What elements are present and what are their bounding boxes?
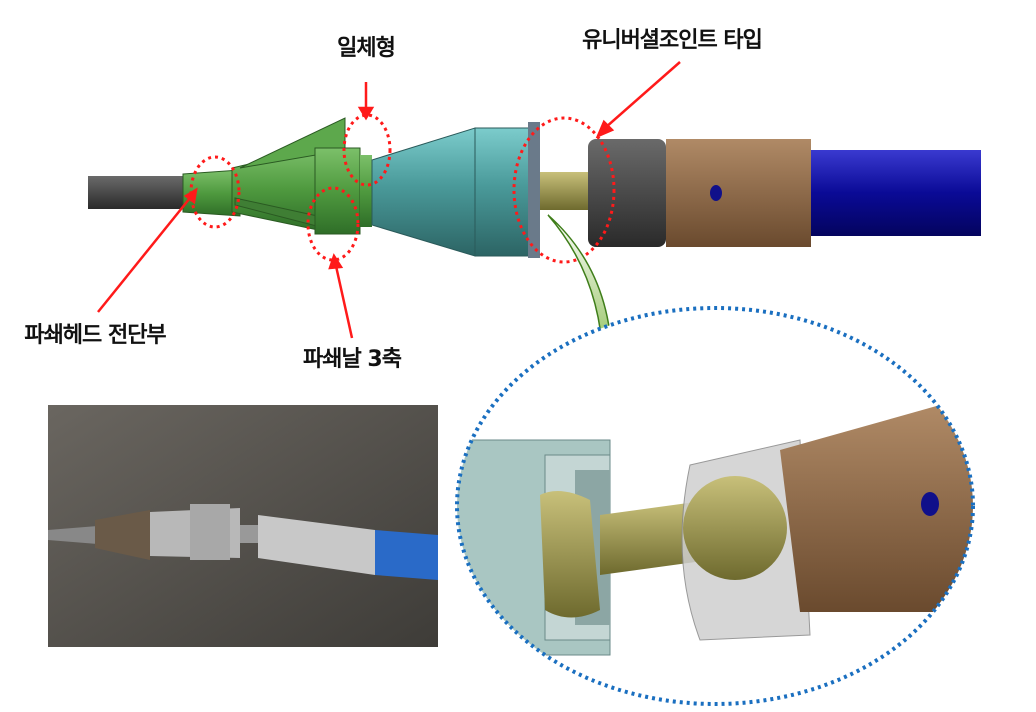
- universal-joint-detail: [457, 308, 973, 704]
- callout-arrows: [97, 61, 681, 339]
- prototype-photo: [48, 405, 438, 647]
- callout-blade: [306, 186, 360, 262]
- label-universal-joint: 유니버셜조인트 타입: [582, 28, 763, 53]
- callout-universal-joint: [512, 116, 616, 264]
- label-blade-3axis: 파쇄날 3축: [303, 347, 402, 372]
- crusher-head-assembly: [88, 117, 981, 258]
- label-head-front: 파쇄헤드 전단부: [24, 323, 166, 348]
- zoom-ellipse: [455, 306, 975, 706]
- callout-integrated: [342, 113, 392, 187]
- label-integrated: 일체형: [337, 36, 396, 61]
